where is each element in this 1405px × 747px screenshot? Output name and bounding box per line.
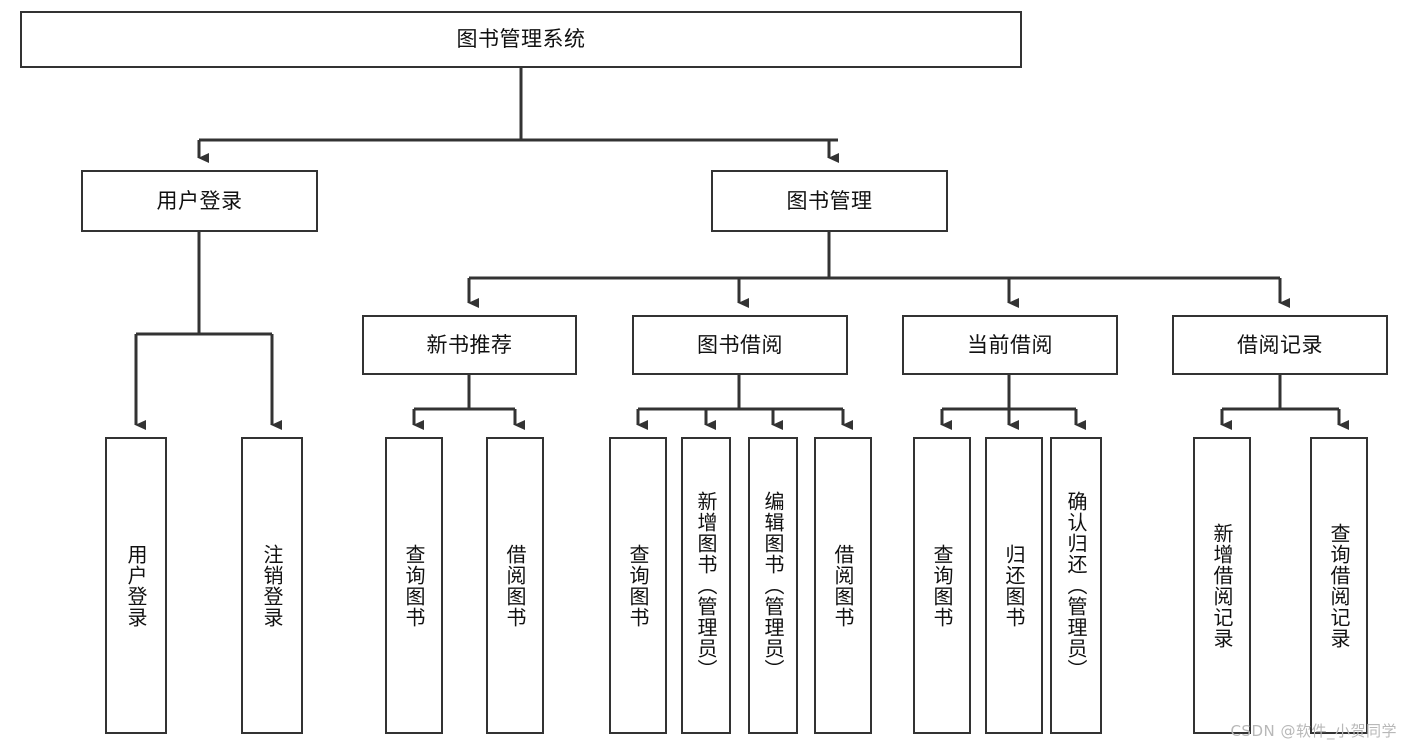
- leaf-query-book-borrow[interactable]: 查询图书: [609, 437, 667, 734]
- leaf-query-borrow-record[interactable]: 查询借阅记录: [1310, 437, 1368, 734]
- node-new-book-recommend[interactable]: 新书推荐: [362, 315, 577, 375]
- node-root-label: 图书管理系统: [456, 27, 586, 52]
- leaf-return-book[interactable]: 归还图书: [985, 437, 1043, 734]
- leaf-label: 注销登录: [260, 543, 284, 628]
- leaf-confirm-return-admin[interactable]: 确认归还（管理员）: [1050, 437, 1102, 734]
- node-borrow-record-label: 借阅记录: [1237, 332, 1323, 357]
- leaf-label: 查询图书: [930, 543, 954, 628]
- leaf-label: 归还图书: [1002, 543, 1026, 628]
- node-current-borrow[interactable]: 当前借阅: [902, 315, 1118, 375]
- node-new-book-recommend-label: 新书推荐: [426, 332, 513, 357]
- node-borrow-record[interactable]: 借阅记录: [1172, 315, 1388, 375]
- leaf-user-logout[interactable]: 注销登录: [241, 437, 303, 734]
- node-user-login-label: 用户登录: [156, 188, 243, 213]
- leaf-add-book-admin[interactable]: 新增图书（管理员）: [681, 437, 731, 734]
- node-user-login[interactable]: 用户登录: [81, 170, 318, 232]
- leaf-query-book-current[interactable]: 查询图书: [913, 437, 971, 734]
- node-root[interactable]: 图书管理系统: [20, 11, 1022, 68]
- leaf-label: 借阅图书: [831, 543, 855, 628]
- leaf-borrow-book[interactable]: 借阅图书: [814, 437, 872, 734]
- leaf-label: 查询借阅记录: [1327, 522, 1351, 649]
- leaf-edit-book-admin[interactable]: 编辑图书（管理员）: [748, 437, 798, 734]
- leaf-add-borrow-record[interactable]: 新增借阅记录: [1193, 437, 1251, 734]
- leaf-label: 确认归还（管理员）: [1064, 491, 1088, 680]
- leaf-label: 查询图书: [626, 543, 650, 628]
- leaf-borrow-book-recommend[interactable]: 借阅图书: [486, 437, 544, 734]
- node-book-borrow-label: 图书借阅: [697, 332, 783, 357]
- node-current-borrow-label: 当前借阅: [967, 332, 1053, 357]
- node-book-borrow[interactable]: 图书借阅: [632, 315, 848, 375]
- leaf-label: 新增借阅记录: [1210, 522, 1234, 649]
- node-book-management[interactable]: 图书管理: [711, 170, 948, 232]
- leaf-user-login[interactable]: 用户登录: [105, 437, 167, 734]
- leaf-query-book-recommend[interactable]: 查询图书: [385, 437, 443, 734]
- leaf-label: 新增图书（管理员）: [694, 491, 718, 680]
- leaf-label: 查询图书: [402, 543, 426, 628]
- leaf-label: 用户登录: [124, 543, 148, 628]
- leaf-label: 编辑图书（管理员）: [761, 491, 785, 680]
- node-book-management-label: 图书管理: [786, 188, 873, 213]
- leaf-label: 借阅图书: [503, 543, 527, 628]
- watermark: CSDN @软件_小贺同学: [1230, 722, 1397, 740]
